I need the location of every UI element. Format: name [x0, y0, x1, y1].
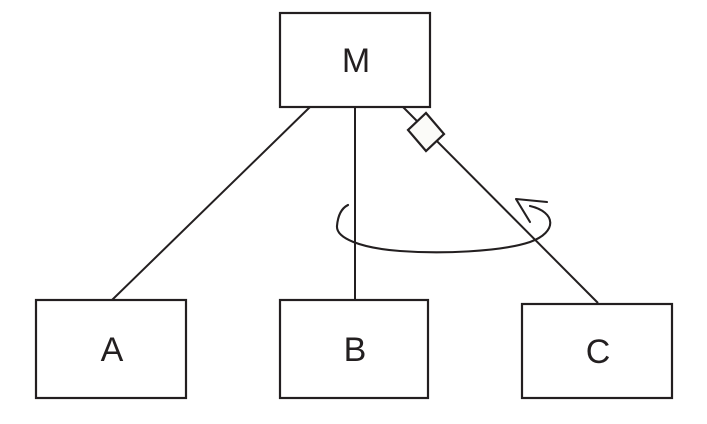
connector-group — [111, 106, 599, 304]
node-a-label: A — [101, 331, 124, 369]
node-m-label: M — [342, 42, 370, 80]
aggregation-diamond[interactable] — [406, 111, 446, 153]
rotation-arc — [335, 203, 552, 254]
rotation-arrow — [335, 197, 552, 254]
node-b-label: B — [344, 331, 367, 369]
node-m[interactable]: M — [278, 11, 432, 109]
node-c-box[interactable] — [520, 302, 674, 400]
node-b-box[interactable] — [278, 298, 430, 400]
node-b[interactable]: B — [278, 298, 430, 400]
node-a-box[interactable] — [34, 298, 188, 400]
node-c-label: C — [586, 333, 611, 371]
edge-m-a[interactable] — [111, 106, 311, 301]
rotation-arrowhead — [514, 197, 549, 224]
node-c[interactable]: C — [520, 302, 674, 400]
node-m-box[interactable] — [278, 11, 432, 109]
node-a[interactable]: A — [34, 298, 188, 400]
